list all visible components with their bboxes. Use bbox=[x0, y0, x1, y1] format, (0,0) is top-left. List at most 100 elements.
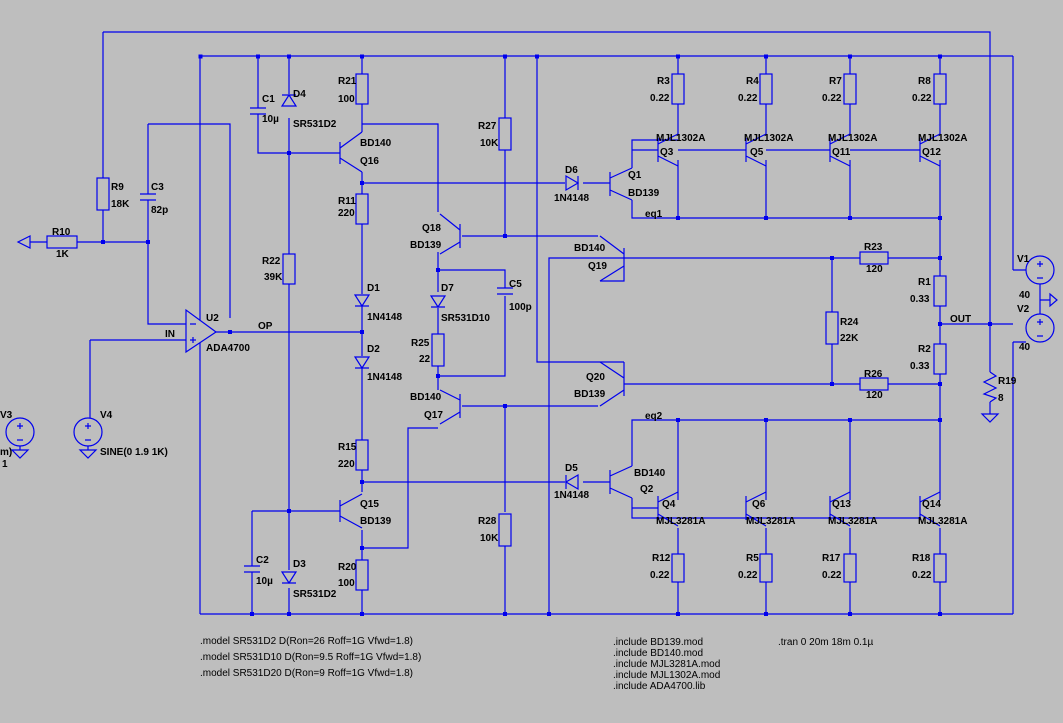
resistor-r24[interactable] bbox=[825, 311, 839, 345]
type-q6: MJL3281A bbox=[746, 516, 795, 527]
transistor-q20[interactable] bbox=[599, 361, 625, 407]
capacitor-c2[interactable] bbox=[244, 565, 260, 576]
transistor-q13[interactable] bbox=[829, 491, 851, 527]
value-r15: 220 bbox=[338, 459, 355, 470]
label-r4: R4 bbox=[746, 76, 759, 87]
value-c5: 100p bbox=[509, 302, 532, 313]
ground-mid-icon bbox=[1040, 292, 1058, 308]
label-r24: R24 bbox=[840, 317, 859, 328]
resistor-r8[interactable] bbox=[933, 73, 947, 105]
transistor-q17[interactable] bbox=[439, 389, 461, 425]
resistor-r28[interactable] bbox=[498, 513, 512, 547]
extra-v3: 1 bbox=[2, 459, 8, 470]
capacitor-c3[interactable] bbox=[140, 182, 156, 212]
resistor-r4[interactable] bbox=[759, 73, 773, 105]
spice-directives[interactable]: .model SR531D2 D(Ron=26 Roff=1G Vfwd=1.8… bbox=[200, 636, 873, 692]
resistor-r26[interactable] bbox=[859, 377, 889, 391]
value-r10: 1K bbox=[56, 249, 70, 260]
value-d1: 1N4148 bbox=[367, 312, 402, 323]
voltage-source-v2[interactable] bbox=[1025, 313, 1055, 343]
resistor-r3[interactable] bbox=[671, 73, 685, 105]
include-line-1: .include BD139.mod bbox=[613, 637, 703, 648]
label-r25: R25 bbox=[411, 338, 430, 349]
diode-d5[interactable] bbox=[564, 473, 579, 491]
ground-v3-icon bbox=[10, 446, 30, 459]
label-r28: R28 bbox=[478, 516, 497, 527]
resistor-r20[interactable] bbox=[355, 559, 369, 591]
transistor-q18[interactable] bbox=[439, 213, 461, 255]
net-eq2: eq2 bbox=[645, 411, 663, 422]
voltage-source-v1[interactable] bbox=[1025, 255, 1055, 285]
transistor-q1[interactable] bbox=[609, 167, 633, 201]
label-r3: R3 bbox=[657, 76, 670, 87]
type-q18: BD139 bbox=[410, 240, 442, 251]
type-q2: BD140 bbox=[634, 468, 666, 479]
transistor-q14[interactable] bbox=[919, 491, 941, 527]
resistor-r7[interactable] bbox=[843, 73, 857, 105]
diode-d1[interactable] bbox=[353, 294, 371, 308]
value-r12: 0.22 bbox=[650, 570, 670, 581]
type-q12: MJL1302A bbox=[918, 133, 967, 144]
type-u2: ADA4700 bbox=[206, 343, 250, 354]
transistor-q6[interactable] bbox=[745, 491, 767, 527]
label-v4: V4 bbox=[100, 410, 113, 421]
type-q4: MJL3281A bbox=[656, 516, 705, 527]
resistor-r15[interactable] bbox=[355, 439, 369, 471]
voltage-source-v4[interactable] bbox=[73, 417, 103, 447]
value-r26: 120 bbox=[866, 390, 883, 401]
label-u2: U2 bbox=[206, 313, 219, 324]
resistor-r12[interactable] bbox=[671, 553, 685, 583]
resistor-r5[interactable] bbox=[759, 553, 773, 583]
transistor-q19[interactable] bbox=[599, 235, 625, 282]
transistor-q4[interactable] bbox=[657, 491, 679, 527]
resistor-r1[interactable] bbox=[933, 275, 947, 307]
label-r22: R22 bbox=[262, 256, 281, 267]
value-d6: 1N4148 bbox=[554, 193, 589, 204]
input-port-icon[interactable] bbox=[16, 235, 31, 249]
transistor-q11[interactable] bbox=[829, 133, 851, 167]
transistor-q16[interactable] bbox=[339, 128, 363, 176]
value-d5: 1N4148 bbox=[554, 490, 589, 501]
opamp-u2[interactable] bbox=[185, 308, 218, 354]
diode-d7[interactable] bbox=[429, 295, 447, 309]
transistor-q3[interactable] bbox=[657, 133, 679, 167]
value-r21: 100 bbox=[338, 94, 355, 105]
type-q16: BD140 bbox=[360, 138, 392, 149]
label-r15: R15 bbox=[338, 442, 357, 453]
resistor-r2[interactable] bbox=[933, 343, 947, 375]
transistor-q2[interactable] bbox=[609, 465, 633, 499]
resistor-r11[interactable] bbox=[355, 193, 369, 225]
resistor-r22[interactable] bbox=[282, 253, 296, 285]
transistor-q15[interactable] bbox=[339, 493, 363, 529]
label-d5: D5 bbox=[565, 463, 578, 474]
diode-d4[interactable] bbox=[280, 93, 298, 107]
resistor-r27[interactable] bbox=[498, 117, 512, 151]
resistor-r10[interactable] bbox=[46, 235, 78, 249]
diode-d3[interactable] bbox=[280, 571, 298, 585]
resistor-r23[interactable] bbox=[859, 251, 889, 265]
value-r2: 0.33 bbox=[910, 361, 930, 372]
value-r8: 0.22 bbox=[912, 93, 932, 104]
resistor-r18[interactable] bbox=[933, 553, 947, 583]
resistor-r17[interactable] bbox=[843, 553, 857, 583]
capacitor-c5[interactable] bbox=[497, 287, 513, 295]
label-r26: R26 bbox=[864, 369, 883, 380]
model-line-3: .model SR531D20 D(Ron=9 Roff=1G Vfwd=1.8… bbox=[200, 668, 413, 679]
label-q16: Q16 bbox=[360, 156, 379, 167]
resistor-r9[interactable] bbox=[96, 177, 110, 211]
voltage-source-v3[interactable] bbox=[5, 417, 35, 447]
resistor-r25[interactable] bbox=[431, 333, 445, 367]
resistor-r21[interactable] bbox=[355, 73, 369, 105]
type-q20: BD139 bbox=[574, 389, 606, 400]
label-d3: D3 bbox=[293, 559, 306, 570]
value-r7: 0.22 bbox=[822, 93, 842, 104]
diode-d2[interactable] bbox=[353, 356, 371, 370]
transistor-q5[interactable] bbox=[745, 133, 767, 167]
diode-d6[interactable] bbox=[565, 174, 580, 192]
transistor-q12[interactable] bbox=[919, 133, 941, 167]
resistor-r19[interactable] bbox=[982, 371, 998, 403]
capacitor-c1[interactable] bbox=[250, 94, 266, 116]
model-line-1: .model SR531D2 D(Ron=26 Roff=1G Vfwd=1.8… bbox=[200, 636, 413, 647]
value-r11: 220 bbox=[338, 208, 355, 219]
